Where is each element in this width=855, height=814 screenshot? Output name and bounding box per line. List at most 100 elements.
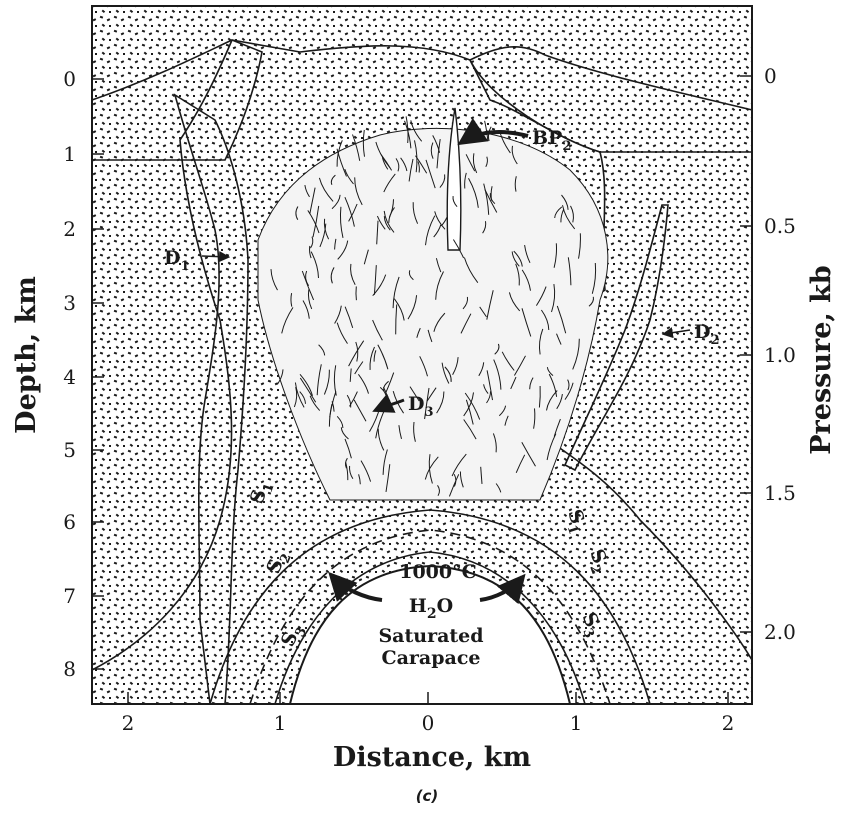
veinlet	[562, 205, 576, 230]
veinlet	[307, 210, 320, 234]
veinlet	[319, 223, 327, 248]
veinlet	[395, 304, 398, 335]
veinlet	[336, 140, 343, 167]
veinlet	[493, 359, 502, 390]
veinlet	[383, 210, 395, 233]
veinlet	[463, 392, 474, 417]
veinlet	[304, 185, 310, 198]
veinlet	[404, 120, 412, 149]
veinlet	[355, 341, 359, 362]
label-d1: D1	[164, 247, 190, 274]
veinlet	[377, 344, 389, 370]
veinlet	[465, 154, 476, 172]
veinlet	[381, 157, 389, 170]
veinlet	[348, 203, 358, 222]
pressure-axis-title: Pressure, kb	[806, 265, 837, 455]
dike-d2	[563, 204, 669, 472]
shell-s1	[209, 509, 651, 704]
veinlet	[334, 305, 342, 324]
veinlet	[344, 438, 352, 459]
veinlet	[360, 460, 372, 482]
veinlet	[556, 394, 563, 410]
depth-tick-5: 5	[63, 438, 76, 462]
veinlet	[511, 251, 520, 267]
veinlet	[383, 173, 396, 193]
veinlet	[398, 425, 402, 440]
veinlet	[514, 176, 517, 192]
veinlet	[295, 206, 299, 221]
veinlet	[424, 387, 430, 420]
veinlet	[430, 142, 434, 159]
veinlet	[468, 177, 479, 208]
veinlet	[492, 433, 497, 453]
veinlet	[310, 251, 319, 279]
water-arrow-right	[479, 573, 526, 605]
depth-tick-0: 0	[63, 67, 76, 91]
veinlet	[373, 265, 377, 295]
veinlet	[337, 240, 349, 260]
veinlet	[572, 338, 580, 370]
veinlet	[400, 157, 408, 172]
veinlet	[413, 421, 416, 442]
veinlet	[354, 361, 364, 375]
veinlet	[432, 135, 441, 153]
veinlet	[567, 257, 572, 286]
veinlet	[329, 391, 337, 418]
veinlet	[554, 206, 563, 219]
distance-tick-left-1: 1	[274, 711, 287, 735]
veinlet	[330, 267, 335, 284]
porphyry-stock	[92, 39, 752, 704]
veinlet	[546, 367, 554, 376]
veinlet	[561, 194, 569, 210]
shell-s2	[249, 529, 611, 704]
veinlet	[414, 140, 418, 173]
veinlet	[482, 221, 487, 234]
veinlet	[302, 300, 310, 319]
veinlet	[383, 380, 389, 391]
veinlet	[393, 298, 405, 321]
veinlet	[465, 399, 474, 425]
veinlet	[345, 462, 349, 481]
veinlet	[362, 129, 365, 157]
veinlet	[358, 373, 369, 394]
veinlet	[407, 295, 418, 320]
pressure-tick-1-5: 1.5	[764, 481, 796, 505]
veinlet	[424, 456, 439, 480]
veinlet	[373, 350, 377, 362]
stockwork-veinlets	[270, 116, 597, 497]
veinlet	[270, 269, 278, 291]
veinlet	[395, 158, 400, 172]
label-carapace-line2: Carapace	[381, 647, 480, 669]
veinlet	[485, 156, 488, 168]
veinlet	[349, 368, 352, 382]
depth-axis-title: Depth, km	[11, 276, 42, 434]
depth-tick-2: 2	[63, 217, 76, 241]
water-arrow-left	[328, 571, 383, 602]
veinlet	[524, 245, 531, 264]
veinlet	[330, 174, 336, 185]
veinlet	[410, 120, 423, 142]
veinlet	[323, 369, 330, 395]
veinlet	[416, 327, 421, 338]
distance-tick-right-2: 2	[722, 711, 735, 735]
veinlet	[529, 377, 534, 390]
veinlet	[435, 258, 442, 273]
label-d3: D3	[408, 393, 434, 420]
veinlet	[318, 177, 334, 202]
veinlet	[486, 391, 492, 404]
veinlet	[276, 369, 284, 385]
veinlet	[464, 172, 467, 189]
veinlet	[344, 168, 354, 185]
veinlet	[353, 399, 367, 422]
distance-tick-right-1: 1	[570, 711, 583, 735]
label-s1-left: S1	[246, 478, 278, 508]
veinlet	[318, 344, 326, 356]
veinlet	[334, 238, 337, 250]
veinlet	[336, 322, 348, 344]
stockwork-zone	[257, 127, 609, 501]
veinlet	[344, 196, 355, 227]
veinlet	[290, 292, 293, 307]
d3-arrow	[372, 393, 405, 413]
veinlet	[309, 245, 312, 259]
veinlet	[425, 215, 436, 246]
